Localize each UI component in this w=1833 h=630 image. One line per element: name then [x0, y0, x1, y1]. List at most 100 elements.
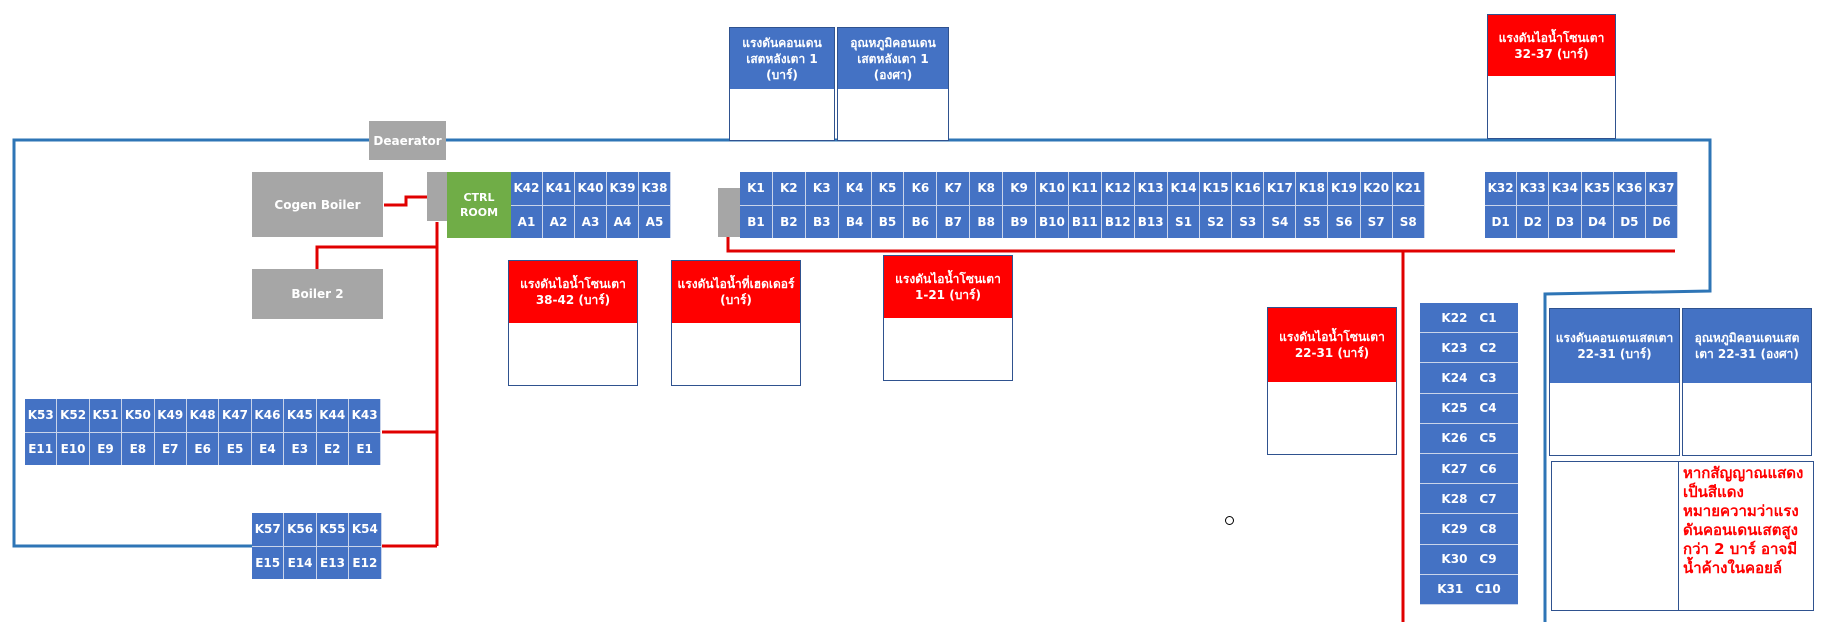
- alarm-note-indicator: [1552, 462, 1679, 610]
- panel-header: แรงดันไอน้ำโซนเตา 38-42 (บาร์): [509, 261, 637, 323]
- zone-code: B9: [1010, 214, 1028, 229]
- kiln-code: K46: [251, 399, 284, 433]
- condensate-main-line: [12, 138, 370, 548]
- ctrl-room: CTRL ROOM: [447, 172, 511, 238]
- kiln-code: K54: [349, 513, 381, 547]
- kiln-code: K42: [511, 172, 542, 206]
- panel-steam-22-31: แรงดันไอน้ำโซนเตา 22-31 (บาร์): [1267, 307, 1397, 455]
- panel-header: แรงดันไอน้ำโซนเตา 32-37 (บาร์): [1488, 15, 1615, 76]
- zone-code: B4: [845, 214, 864, 229]
- zone-code: B5: [878, 214, 897, 229]
- zone-code: B6: [911, 214, 930, 229]
- kiln-code: K43: [348, 399, 381, 433]
- kiln-code: K13: [1134, 172, 1167, 206]
- panel-header: แรงดันคอนเดนเสตเตา 22-31 (บาร์): [1550, 309, 1679, 383]
- ctrl-room-line2: ROOM: [459, 206, 499, 219]
- zone-code: E6: [194, 441, 211, 456]
- alarm-note: หากสัญญาณแสดงเป็นสีแดงหมายความว่าแรงดันค…: [1551, 461, 1814, 611]
- panel-steam-header: แรงดันไอน้ำที่เฮดเดอร์ (บาร์): [671, 260, 801, 386]
- kiln-code: K12: [1101, 172, 1134, 206]
- kiln-code: K1: [740, 172, 772, 206]
- kiln-code: K28: [1441, 491, 1468, 506]
- deaerator: Deaerator: [369, 121, 446, 160]
- zone-code: B12: [1104, 214, 1131, 229]
- kiln-code: K25: [1441, 401, 1468, 416]
- kiln-code: K35: [1581, 172, 1613, 206]
- zone-code: S7: [1367, 214, 1385, 229]
- kiln-code: K31: [1437, 582, 1464, 597]
- kiln-code: K29: [1441, 521, 1468, 536]
- kiln-code: K39: [607, 172, 638, 206]
- kiln-cell-k31: K31 C10: [1420, 575, 1518, 605]
- zone-code: S3: [1239, 214, 1257, 229]
- zone-code: D4: [1588, 214, 1607, 229]
- zone-code: E12: [352, 555, 378, 570]
- kiln-code: K10: [1036, 172, 1068, 206]
- zone-code: A1: [517, 214, 536, 229]
- kiln-code: K14: [1168, 172, 1200, 206]
- zone-code: E7: [161, 441, 179, 456]
- boiler2-line: [315, 245, 437, 270]
- kiln-code: K47: [219, 399, 251, 433]
- zone-code: C6: [1479, 461, 1497, 476]
- zone-code: S8: [1399, 214, 1417, 229]
- kiln-code: K45: [284, 399, 316, 433]
- kiln-code: K8: [970, 172, 1003, 206]
- zone-code: E2: [323, 441, 341, 456]
- ctrl-room-line1: CTRL: [463, 191, 495, 204]
- kiln-code: K6: [904, 172, 937, 206]
- zone-code: C2: [1479, 340, 1497, 355]
- zone-code: D1: [1491, 214, 1510, 229]
- kiln-code: K16: [1232, 172, 1264, 206]
- zone-code: C5: [1479, 431, 1497, 446]
- kiln-code: K50: [122, 399, 154, 433]
- zone-code: E5: [226, 441, 244, 456]
- kiln-code: K33: [1517, 172, 1549, 206]
- panel-header: แรงดันไอน้ำโซนเตา 1-21 (บาร์): [884, 256, 1012, 318]
- kiln-code: K9: [1003, 172, 1036, 206]
- zone-code: E1: [356, 441, 373, 456]
- zone-code: S1: [1175, 214, 1193, 229]
- panel-cond-press-22-31: แรงดันคอนเดนเสตเตา 22-31 (บาร์): [1549, 308, 1680, 456]
- zone-code: C10: [1475, 582, 1501, 597]
- zone-code: B11: [1071, 214, 1098, 229]
- zone-code: D5: [1620, 214, 1639, 229]
- kiln-code: K3: [805, 172, 838, 206]
- panel-steam-38-42: แรงดันไอน้ำโซนเตา 38-42 (บาร์): [508, 260, 638, 386]
- alarm-note-text: หากสัญญาณแสดงเป็นสีแดงหมายความว่าแรงดันค…: [1683, 464, 1804, 577]
- kiln-code: K7: [937, 172, 970, 206]
- zone-code: E4: [259, 441, 276, 456]
- zone-code: C3: [1479, 370, 1497, 385]
